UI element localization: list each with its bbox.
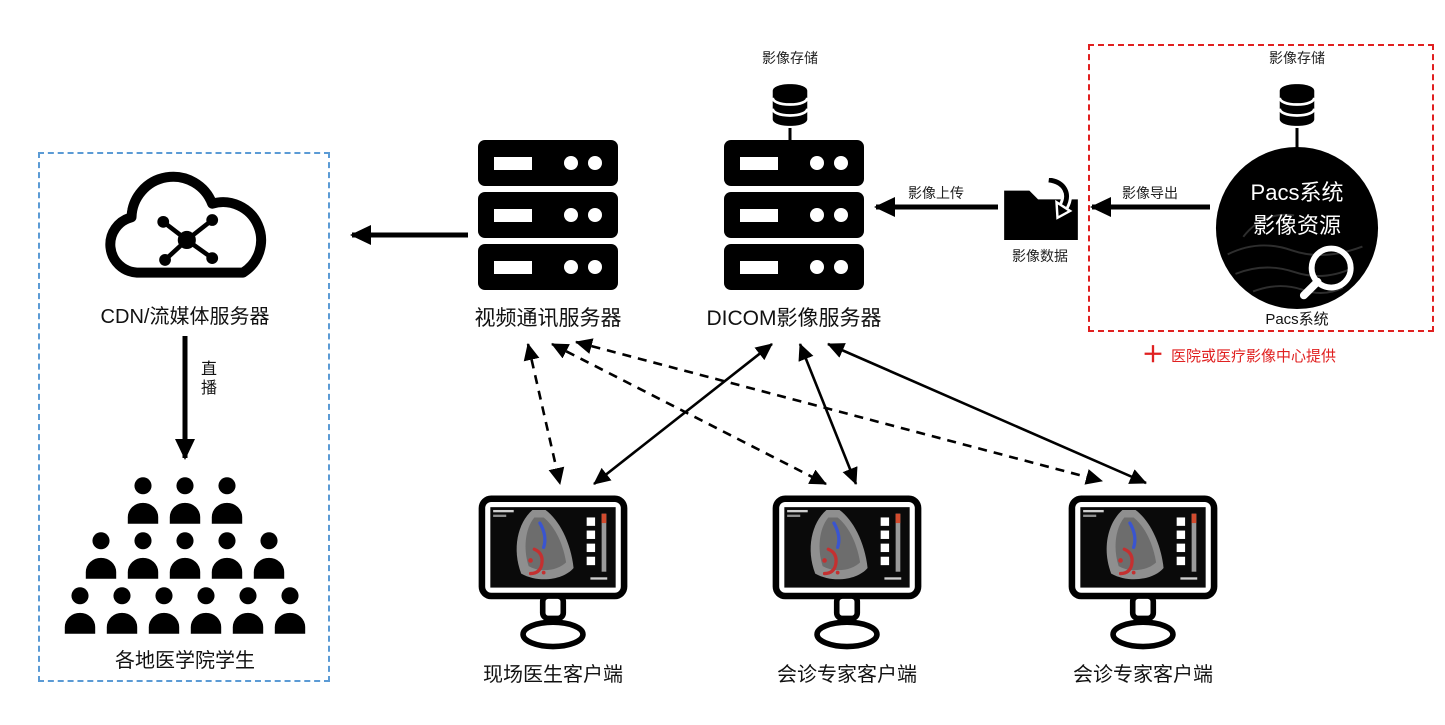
client-label-2: 会诊专家客户端 [777,664,917,686]
provider-note-text: 医院或医疗影像中心提供 [1171,347,1337,365]
cdn-label: CDN/流媒体服务器 [100,306,270,328]
pacs-storage-icon [1277,82,1317,128]
pacs-circle-title: Pacs系统 [1250,180,1344,205]
provider-note: ＋ 医院或医疗影像中心提供 [1142,344,1336,366]
video-server-label: 视频通讯服务器 [474,307,622,330]
pacs-storage-label: 影像存储 [1269,50,1325,66]
pacs-circle-text: Pacs系统 影像资源 [1251,176,1344,242]
pacs-provider-box [1088,44,1434,332]
pacs-circle-subtitle: 影像资源 [1252,213,1342,238]
label-upload: 影像上传 [908,185,964,201]
client-monitor-1 [478,495,628,654]
dicom-storage-icon [770,82,810,128]
video-server-icon [478,140,618,290]
plus-icon: ＋ [1142,342,1165,367]
dicom-server-label: DICOM影像服务器 [706,307,882,330]
dicom-server-icon [724,140,864,290]
link-dicom-client2 [798,343,858,485]
client-label-3: 会诊专家客户端 [1073,664,1213,686]
link-dicom-client3 [827,342,1147,485]
link-video-client2 [551,342,827,486]
network-icon [157,214,219,266]
dicom-storage-label: 影像存储 [762,50,818,66]
students-label: 各地医学院学生 [115,650,255,672]
client-monitor-2 [772,495,922,654]
image-data-folder-icon [1002,178,1080,242]
link-dicom-client1 [593,342,773,486]
client-monitor-3 [1068,495,1218,654]
pacs-caption: Pacs系统 [1265,311,1329,328]
label-export: 影像导出 [1122,185,1178,201]
client-label-1: 现场医生客户端 [483,664,623,686]
link-video-client1 [523,343,565,485]
label-live: 直播 [198,360,215,398]
students-icon [64,477,306,634]
cdn-cloud-icon [105,171,267,278]
cdn-broadcast-box [38,152,330,682]
magnifier-icon [1299,245,1354,300]
link-video-client3 [575,338,1103,485]
folder-label: 影像数据 [1012,248,1068,264]
pacs-system-icon [1215,146,1379,310]
